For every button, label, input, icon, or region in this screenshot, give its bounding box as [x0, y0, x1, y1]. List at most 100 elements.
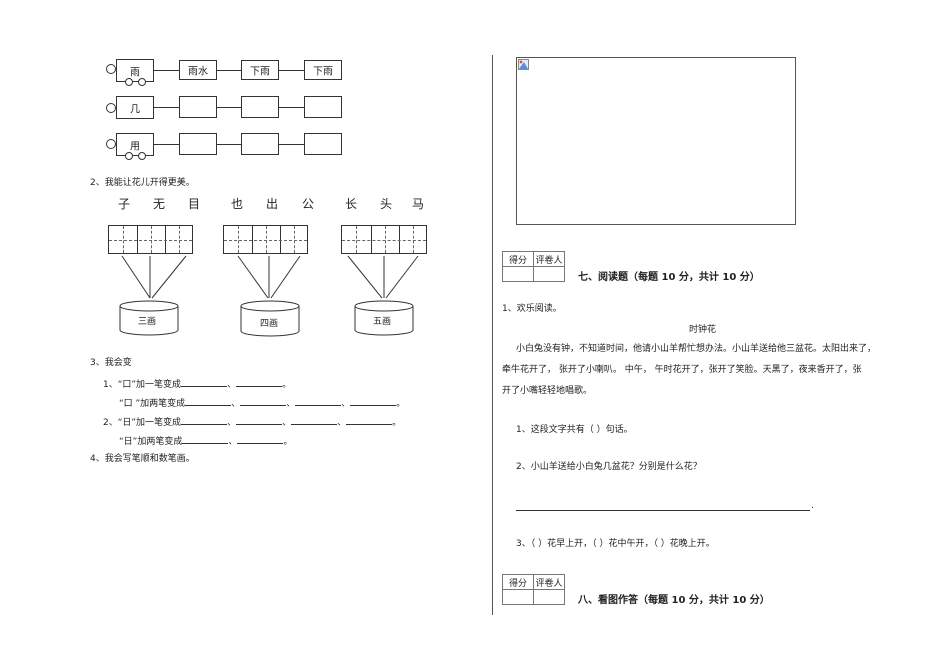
connector-line [217, 70, 241, 71]
reading-question-title: 1、欢乐阅读。 [502, 304, 562, 314]
wheel-circle [106, 139, 116, 149]
answer-line[interactable] [516, 510, 810, 511]
connector-line [217, 144, 241, 145]
grader-label: 评卷人 [533, 251, 565, 267]
wheel-circle [106, 103, 116, 113]
wheel-circle [138, 152, 146, 160]
score-cell[interactable] [502, 266, 534, 282]
answer-blank[interactable] [185, 397, 232, 406]
answer-blank[interactable] [237, 435, 284, 444]
answer-blank[interactable] [181, 378, 228, 387]
chain-box [179, 96, 217, 118]
period-mark: . [811, 501, 814, 511]
question-2-title: 2、我能让花儿开得更美。 [90, 178, 195, 188]
train-head-char: 雨 [130, 67, 140, 78]
connector-line [154, 70, 179, 71]
train-head-box: 用 [116, 133, 154, 156]
wheel-circle [125, 78, 133, 86]
score-label: 得分 [502, 574, 534, 590]
answer-blank[interactable] [291, 416, 338, 425]
passage: 小白兔没有钟，不知道时间，他请小山羊帮忙想办法。小山羊送给他三盆花。太阳出来了， [516, 339, 906, 360]
flower-char: 出 [266, 197, 279, 211]
pot-label: 三画 [138, 317, 157, 327]
chain-word: 下雨 [313, 66, 333, 78]
flower-char: 无 [153, 197, 166, 211]
pot-label: 四画 [260, 319, 279, 329]
q3-line: “口 ”加两笔变成、、、。 [119, 397, 406, 409]
q3-line: 1、“口”加一笔变成、。 [103, 378, 292, 390]
q3-line: “日”加两笔变成、。 [119, 435, 293, 447]
connector-line [154, 144, 179, 145]
q3-line-prefix: 1、“口”加一笔变成 [103, 380, 182, 390]
chain-word: 下雨 [250, 66, 270, 78]
train-head-box: 几 [116, 96, 154, 119]
q3-line: 2、“日”加一笔变成、、、。 [103, 416, 402, 428]
grader-label: 评卷人 [533, 574, 565, 590]
passage-line: 小白兔没有钟，不知道时间，他请小山羊帮忙想办法。小山羊送给他三盆花。太阳出来了， [516, 344, 877, 354]
writing-grid[interactable] [341, 225, 427, 254]
image-placeholder-frame [516, 57, 796, 225]
train-head-char: 几 [130, 104, 140, 115]
chain-word: 雨水 [188, 66, 208, 78]
score-box: 得分评卷人 [502, 574, 565, 605]
flower-char: 马 [412, 197, 425, 211]
flower-char: 目 [188, 197, 201, 211]
pot-label: 五画 [373, 317, 392, 327]
flower-char: 长 [345, 197, 358, 211]
section-8-title: 八、看图作答（每题 10 分，共计 10 分） [578, 595, 770, 606]
passage-line: 牵牛花开了， 张开了小喇叭。 中午， 午时花开了，张开了笑脸。天黑了，夜来香开了… [502, 365, 862, 375]
answer-blank[interactable] [182, 435, 229, 444]
grader-cell[interactable] [533, 266, 565, 282]
flower-pot-drawing [119, 255, 419, 337]
section-7-title: 七、阅读题（每题 10 分，共计 10 分） [578, 272, 760, 283]
score-cell[interactable] [502, 589, 534, 605]
chain-box [241, 133, 279, 155]
connector-line [279, 107, 304, 108]
writing-grid[interactable] [223, 225, 308, 254]
q3-line-prefix: 2、“日”加一笔变成 [103, 418, 182, 428]
flower-char: 公 [302, 197, 315, 211]
grader-cell[interactable] [533, 589, 565, 605]
chain-box: 雨水 [179, 60, 217, 80]
answer-blank[interactable] [350, 397, 397, 406]
wheel-circle [106, 64, 116, 74]
sub-question-1: 1、这段文字共有（ ）句话。 [516, 425, 633, 435]
train-head-box: 雨 [116, 59, 154, 82]
broken-image-icon [518, 59, 529, 70]
passage-title: 时钟花 [689, 325, 717, 335]
chain-box [304, 96, 342, 118]
q3-line-prefix: “日”加两笔变成 [119, 437, 183, 447]
answer-blank[interactable] [346, 416, 393, 425]
wheel-circle [138, 78, 146, 86]
train-head-char: 用 [130, 141, 140, 152]
q3-line-prefix: “口 ”加两笔变成 [119, 399, 186, 409]
wheel-circle [125, 152, 133, 160]
flower-char: 也 [231, 197, 244, 211]
score-box: 得分评卷人 [502, 251, 565, 282]
connector-line [279, 70, 304, 71]
passage: 牵牛花开了， 张开了小喇叭。 中午， 午时花开了，张开了笑脸。天黑了，夜来香开了… [502, 360, 912, 402]
writing-grid[interactable] [108, 225, 193, 254]
score-label: 得分 [502, 251, 534, 267]
question-3-title: 3、我会变 [90, 358, 132, 368]
connector-line [279, 144, 304, 145]
answer-blank[interactable] [181, 416, 228, 425]
answer-blank[interactable] [295, 397, 342, 406]
flower-char: 头 [380, 197, 393, 211]
answer-blank[interactable] [240, 397, 287, 406]
sub-question-3: 3、（ ）花早上开，（ ）花中午开，（ ）花晚上开。 [516, 539, 715, 549]
column-divider [492, 55, 493, 615]
connector-line [154, 107, 179, 108]
question-4-title: 4、我会写笔顺和数笔画。 [90, 454, 195, 464]
answer-blank[interactable] [236, 416, 283, 425]
sub-question-2: 2、小山羊送给小白兔几盆花？分别是什么花？ [516, 462, 702, 472]
chain-box [179, 133, 217, 155]
passage-line: 开了小嘴轻轻地唱歌。 [502, 386, 593, 396]
chain-box: 下雨 [304, 60, 342, 80]
chain-box [241, 96, 279, 118]
connector-line [217, 107, 241, 108]
flower-char: 子 [118, 197, 131, 211]
answer-blank[interactable] [236, 378, 283, 387]
chain-box: 下雨 [241, 60, 279, 80]
chain-box [304, 133, 342, 155]
